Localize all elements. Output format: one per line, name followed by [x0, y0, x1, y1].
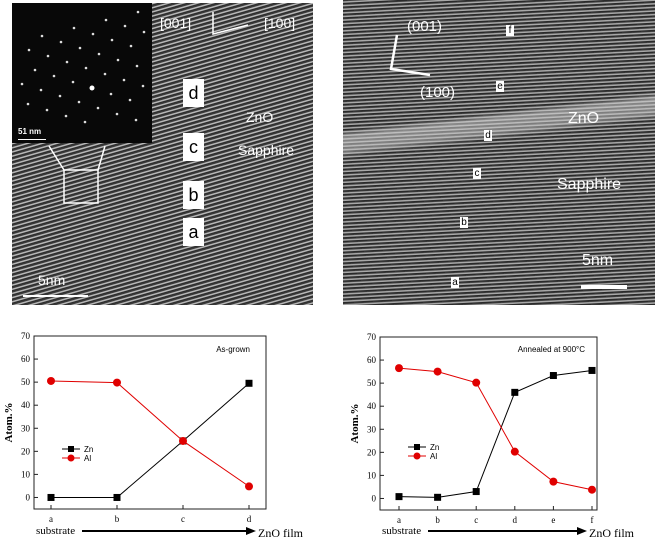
x-tick-label: c: [474, 515, 478, 525]
y-tick-label: 50: [367, 378, 377, 388]
data-point-al: [510, 447, 519, 456]
y-tick-label: 70: [367, 332, 377, 342]
data-point-zn: [434, 493, 442, 501]
series-line-zn: [398, 369, 593, 498]
hrtem-image-as-grown: 51 nm [001] [100] d c b a ZnO Sapphire 5…: [12, 3, 313, 305]
direction-100: [100]: [264, 15, 296, 31]
data-point-al: [113, 378, 121, 387]
x-tick-label: a: [397, 515, 401, 525]
data-point-zn: [549, 372, 557, 380]
y-axis-label: Atom.%: [349, 403, 361, 443]
point-label-e: e: [496, 81, 504, 92]
legend-label: Al: [430, 452, 437, 461]
y-tick-label: 20: [21, 446, 31, 456]
point-label-a: a: [183, 218, 204, 246]
x-tick-label: d: [247, 514, 252, 524]
point-label-f: f: [506, 25, 514, 36]
inset-scale-bar: [18, 139, 46, 140]
y-tick-label: 10: [21, 469, 31, 479]
data-point-zn: [395, 493, 403, 501]
x-tick-label: d: [513, 515, 518, 525]
y-axis-label: Atom.%: [3, 402, 15, 442]
x-tick-label: b: [115, 514, 120, 524]
y-tick-label: 0: [26, 492, 31, 502]
x-label-substrate: substrate: [382, 525, 421, 537]
direction-001: (001): [407, 18, 443, 35]
x-tick-label: f: [591, 515, 594, 525]
point-label-a: a: [451, 277, 459, 288]
y-tick-label: 20: [367, 447, 377, 457]
scale-label: 5nm: [38, 272, 66, 288]
layer-label-sapphire: Sapphire: [238, 142, 295, 158]
point-label-c: c: [473, 168, 481, 179]
scale-bar: [23, 295, 88, 297]
point-label-c: c: [183, 133, 204, 161]
plot-frame: [379, 336, 598, 511]
inset-scale-label: 51 nm: [18, 127, 42, 136]
y-tick-label: 40: [21, 400, 31, 410]
x-tick-label: c: [181, 514, 185, 524]
x-label-zno-film: ZnO film: [589, 526, 635, 540]
point-label-b: b: [183, 181, 204, 209]
point-label-d: d: [183, 79, 204, 107]
chart-annotation: Annealed at 900°C: [518, 345, 585, 354]
x-tick-label: b: [435, 515, 440, 525]
point-label-b: b: [460, 217, 468, 228]
layer-label-zno: ZnO: [246, 109, 274, 125]
x-tick-label: a: [49, 514, 53, 524]
legend-marker: [413, 452, 421, 460]
data-point-zn: [472, 488, 480, 496]
y-tick-label: 30: [21, 423, 31, 433]
data-point-zn: [47, 493, 55, 501]
x-label-zno-film: ZnO film: [258, 526, 304, 540]
series-line-al: [398, 367, 593, 491]
data-point-al: [588, 485, 596, 494]
data-point-al: [549, 477, 558, 486]
y-tick-label: 30: [367, 424, 377, 434]
direction-001: [001]: [160, 15, 192, 31]
data-point-al: [245, 482, 253, 491]
scale-label: 5nm: [582, 252, 614, 269]
series-line-zn: [51, 382, 250, 498]
diffraction-spots: [20, 10, 146, 124]
y-tick-label: 10: [367, 470, 377, 480]
chart-annotation: As-grown: [216, 345, 250, 354]
data-point-zn: [588, 366, 596, 374]
data-point-zn: [113, 493, 121, 501]
y-tick-label: 60: [367, 355, 377, 365]
legend-label: Al: [84, 454, 91, 463]
legend-marker: [414, 444, 420, 450]
layer-label-zno: ZnO: [568, 110, 600, 127]
legend-marker: [68, 446, 74, 452]
direction-100: (100): [420, 84, 456, 101]
legend-label: Zn: [84, 445, 93, 454]
arrow-head: [577, 527, 587, 535]
data-point-al: [472, 378, 481, 387]
plot-frame: [33, 335, 267, 510]
y-tick-label: 40: [367, 401, 377, 411]
legend-label: Zn: [430, 443, 439, 452]
series-line-al: [50, 380, 250, 487]
y-tick-label: 70: [21, 331, 31, 341]
scale-bar: [581, 285, 627, 289]
y-tick-label: 0: [372, 493, 377, 503]
y-tick-label: 50: [21, 377, 31, 387]
legend-marker: [67, 454, 75, 462]
data-point-al: [433, 367, 442, 376]
data-point-zn: [245, 379, 253, 387]
arrow-head: [246, 527, 256, 535]
data-point-zn: [511, 388, 519, 396]
layer-label-sapphire: Sapphire: [557, 176, 622, 193]
data-point-al: [179, 436, 187, 445]
point-label-d: d: [484, 130, 492, 141]
y-tick-label: 60: [21, 354, 31, 364]
x-label-substrate: substrate: [36, 525, 75, 537]
diffraction-inset: 51 nm: [12, 3, 152, 143]
data-point-al: [47, 376, 55, 385]
x-tick-label: e: [551, 515, 555, 525]
data-point-al: [395, 364, 403, 373]
